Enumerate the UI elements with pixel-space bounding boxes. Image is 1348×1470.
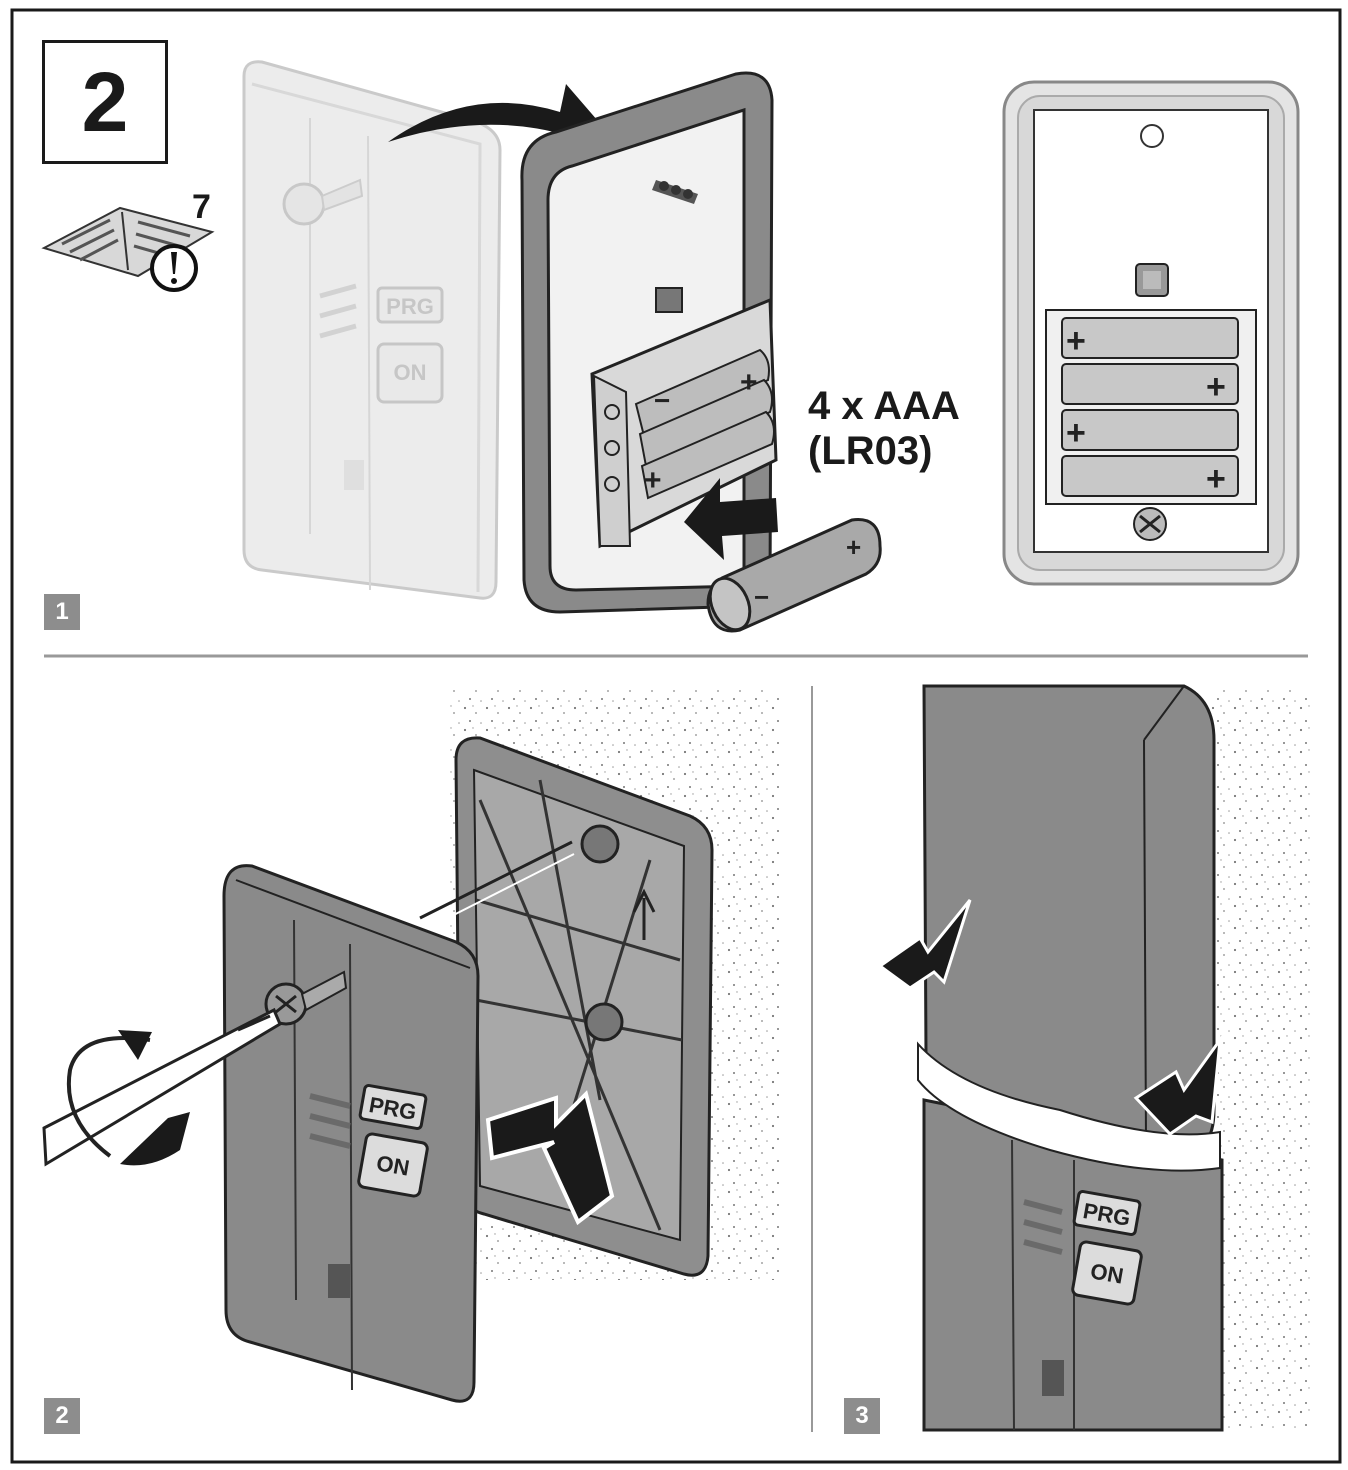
mounted-prg-button [1072, 1190, 1142, 1236]
ghost-prg-label: PRG [386, 294, 434, 319]
svg-text:+: + [1066, 322, 1086, 360]
screwdriver-icon [42, 1007, 282, 1167]
press-arrow-left [877, 899, 972, 990]
slide-down-arrow [485, 1090, 615, 1226]
panel-number-1: 1 [44, 594, 80, 630]
aaa-battery-icon: + − [706, 518, 882, 633]
ghost-on-label: ON [394, 360, 427, 385]
battery-spec: 4 x AAA (LR03) [808, 384, 960, 474]
manual-book-icon [41, 206, 215, 292]
press-arrow-right [1133, 1034, 1223, 1136]
on-button-label: ON [374, 1150, 411, 1180]
wall-texture-3 [1210, 690, 1310, 1430]
panel-number-2: 2 [44, 1398, 80, 1434]
svg-text:+: + [644, 464, 662, 497]
insert-arrow [684, 478, 778, 560]
svg-text:−: − [654, 385, 670, 416]
step-number-box: 2 [42, 40, 168, 164]
svg-text:+: + [1206, 368, 1226, 406]
panel-number-3: 3 [844, 1398, 880, 1434]
on-button [357, 1132, 429, 1198]
flat-batteries [1061, 317, 1239, 497]
svg-text:+: + [1206, 460, 1226, 498]
mounted-on-button [1071, 1240, 1143, 1306]
front-cover: PRG ON [222, 864, 480, 1403]
back-view-flat: + + + + [1002, 80, 1300, 586]
manual-reference-number: 7 [192, 188, 211, 226]
battery-count: 4 x AAA [808, 384, 960, 428]
svg-text:+: + [1066, 414, 1086, 452]
flip-arrow [388, 84, 604, 160]
step-number: 2 [81, 55, 129, 149]
rotate-arrow-icon [66, 1030, 190, 1166]
prg-button [358, 1084, 428, 1130]
back-housing-open: − + + [520, 71, 778, 614]
sensor-icon [652, 180, 698, 204]
screw-icon [282, 182, 326, 226]
mounted-device: PRG ON [917, 684, 1224, 1432]
svg-text:−: − [754, 582, 769, 612]
svg-text:+: + [846, 532, 861, 562]
svg-text:+: + [740, 366, 758, 399]
up-arrow-icon [632, 888, 656, 940]
battery-type: (LR03) [808, 428, 933, 473]
front-cover-ghost: PRG ON [242, 60, 502, 600]
outer-frame [10, 8, 1342, 1464]
mounted-on-label: ON [1088, 1258, 1125, 1288]
program-button [655, 287, 683, 313]
compartment-batteries [634, 348, 775, 500]
